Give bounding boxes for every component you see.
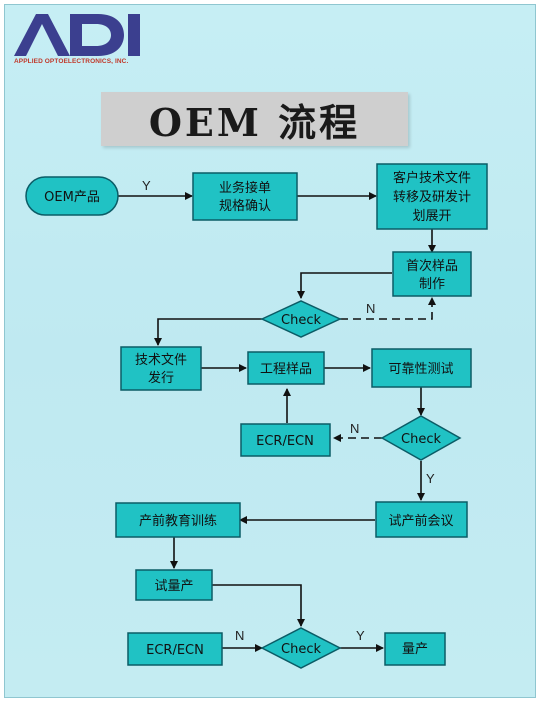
edge-label-y2: Y (426, 471, 435, 486)
edge-labels: Y N N Y N Y (142, 178, 435, 643)
node-check2 (380, 415, 462, 461)
label-trial-run: 试量产 (154, 579, 193, 594)
label-pre-trial-meeting: 试产前会议 (388, 513, 453, 529)
label-mass-production: 量产 (402, 642, 428, 657)
label-customer-1: 客户技术文件 (393, 170, 471, 186)
node-mass-production (384, 632, 446, 666)
label-ecr1: ECR/ECN (256, 434, 314, 449)
label-eng-sample: 工程样品 (260, 362, 312, 377)
edge-label-n2: N (350, 421, 359, 436)
label-reliability: 可靠性测试 (388, 362, 453, 377)
edge-check1-no (340, 297, 436, 320)
node-tech-doc (120, 346, 202, 391)
edge-label-n1: N (366, 301, 375, 316)
node-first-sample (392, 251, 472, 297)
label-check1: Check (281, 313, 321, 328)
label-pre-training: 产前教育训练 (139, 513, 217, 529)
node-trial-run (135, 569, 213, 601)
node-ecr1 (240, 423, 331, 457)
label-customer-2: 转移及研发计 (393, 189, 471, 205)
connectors (118, 192, 436, 652)
page-title: OEM 流程 (148, 99, 361, 145)
company-logo (12, 10, 162, 70)
node-oem-product (25, 176, 119, 216)
node-pre-trial-meeting (375, 501, 468, 538)
nodes (25, 163, 488, 669)
node-labels: OEM产品 业务接单 规格确认 客户技术文件 转移及研发计 划展开 首次样品 制… (44, 170, 471, 658)
edge-sample-to-check1 (297, 272, 392, 299)
label-techdoc-2: 发行 (148, 370, 174, 386)
node-ecr2 (127, 632, 223, 666)
label-oem-product: OEM产品 (44, 190, 100, 205)
label-sample-1: 首次样品 (406, 258, 458, 274)
label-customer-3: 划展开 (412, 209, 451, 224)
node-eng-sample (247, 351, 325, 385)
node-business-spec (192, 172, 298, 221)
label-business-2: 规格确认 (219, 198, 271, 214)
label-sample-2: 制作 (419, 277, 445, 292)
label-ecr2: ECR/ECN (146, 643, 204, 658)
label-techdoc-1: 技术文件 (135, 353, 187, 368)
edge-check1-to-techdoc (154, 318, 262, 346)
node-reliability (371, 348, 472, 388)
node-pre-training (115, 502, 241, 538)
node-check3 (260, 627, 342, 669)
node-customer-tech (376, 163, 488, 230)
node-check1 (260, 300, 342, 338)
adi-logo-mark (14, 14, 140, 56)
company-name: APPLIED OPTOELECTRONICS, INC. (14, 58, 129, 65)
edge-label-n3: N (235, 628, 244, 643)
label-check3: Check (281, 642, 321, 657)
label-business-1: 业务接单 (219, 180, 271, 196)
label-check2: Check (401, 432, 441, 447)
title-banner: OEM 流程 (101, 92, 408, 146)
edge-trial-to-check3 (212, 584, 305, 627)
edge-label-y3: Y (356, 628, 365, 643)
edge-label-y1: Y (142, 178, 151, 193)
